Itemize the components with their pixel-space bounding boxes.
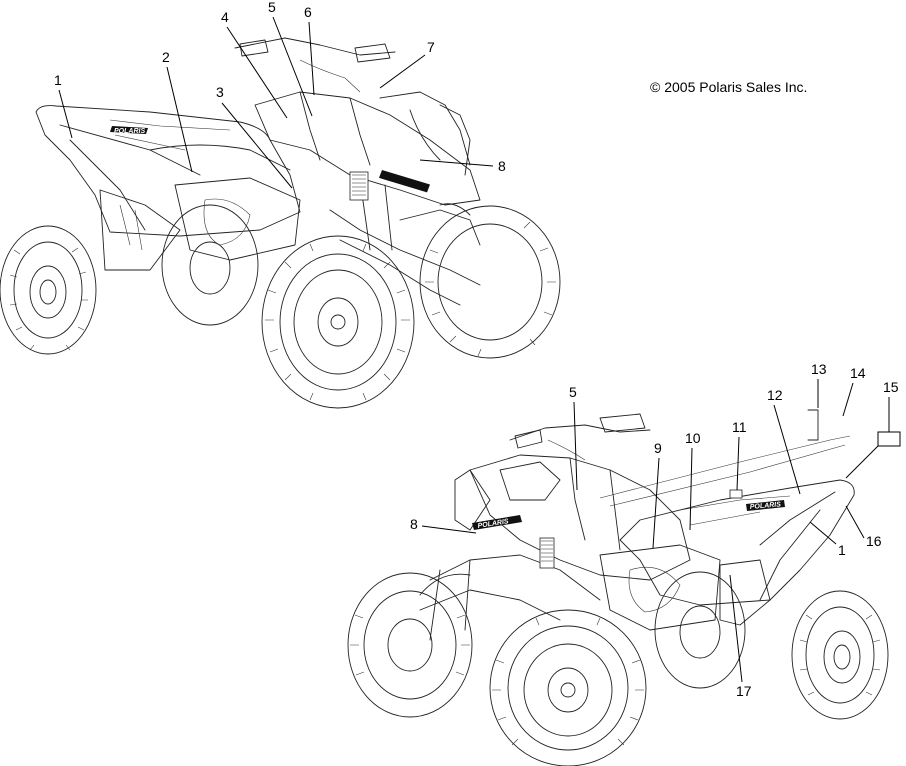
svg-text:POLARIS: POLARIS: [114, 128, 145, 135]
callout-bottom-10: 10: [685, 430, 701, 446]
wheel-rear-left-b: [654, 571, 746, 689]
wheel-front-right-b: [489, 609, 647, 766]
callout-top-4: 4: [221, 9, 229, 25]
callout-bottom-1: 1: [838, 542, 846, 558]
engine-grille-bottom: [539, 537, 555, 569]
svg-text:POLARIS: POLARIS: [477, 518, 509, 530]
wheel-rear-left: [0, 225, 97, 355]
wheel-front-right: [419, 205, 561, 359]
callout-bottom-13: 13: [811, 361, 827, 377]
callout-bottom-14: 14: [850, 365, 866, 381]
svg-text:POLARIS: POLARIS: [750, 501, 782, 511]
callout-bottom-8: 8: [410, 516, 418, 532]
callout-top-7: 7: [427, 39, 435, 55]
atv-bottom-illustration: POLARIS POLARIS: [347, 409, 901, 766]
callout-top-5: 5: [268, 0, 276, 15]
polaris-decal-front-top: POLARIS: [379, 157, 430, 193]
polaris-decal-front-bottom: POLARIS: [472, 515, 522, 530]
callout-bottom-16: 16: [866, 533, 882, 549]
wheel-rear-right: [161, 204, 259, 326]
callout-top-3: 3: [216, 84, 224, 100]
callouts-top: 1 2 3 4 5 6 7 8: [54, 0, 506, 189]
callout-top-2: 2: [162, 49, 170, 65]
callout-bottom-15: 15: [883, 379, 899, 395]
callout-top-1: 1: [54, 72, 62, 88]
engine-grille-top: [349, 171, 369, 201]
callouts-bottom: 5 8 9 10 11 12 13 14 15 16 1 17: [410, 361, 899, 699]
copyright-text: © 2005 Polaris Sales Inc.: [650, 79, 807, 95]
callout-bottom-11: 11: [732, 419, 747, 435]
polaris-decal-rear-top: POLARIS: [110, 126, 148, 135]
callout-top-6: 6: [304, 4, 312, 20]
atv-top-illustration: POLARIS POLARIS: [0, 37, 561, 409]
wheel-front-left: [261, 235, 415, 409]
wheel-front-left-b: [347, 572, 473, 718]
decal-13-bracket: [807, 409, 819, 441]
callout-top-8: 8: [498, 158, 506, 174]
wheel-rear-right-b: [791, 590, 889, 720]
callout-bottom-5: 5: [569, 384, 577, 400]
decal-15-box: [877, 431, 901, 447]
callout-bottom-17: 17: [736, 683, 752, 699]
callout-bottom-12: 12: [767, 387, 783, 403]
polaris-decal-rear-bottom: POLARIS: [746, 500, 785, 511]
svg-text:POLARIS: POLARIS: [388, 157, 420, 171]
callout-bottom-9: 9: [654, 440, 662, 456]
decal-11-shape: [729, 489, 743, 499]
